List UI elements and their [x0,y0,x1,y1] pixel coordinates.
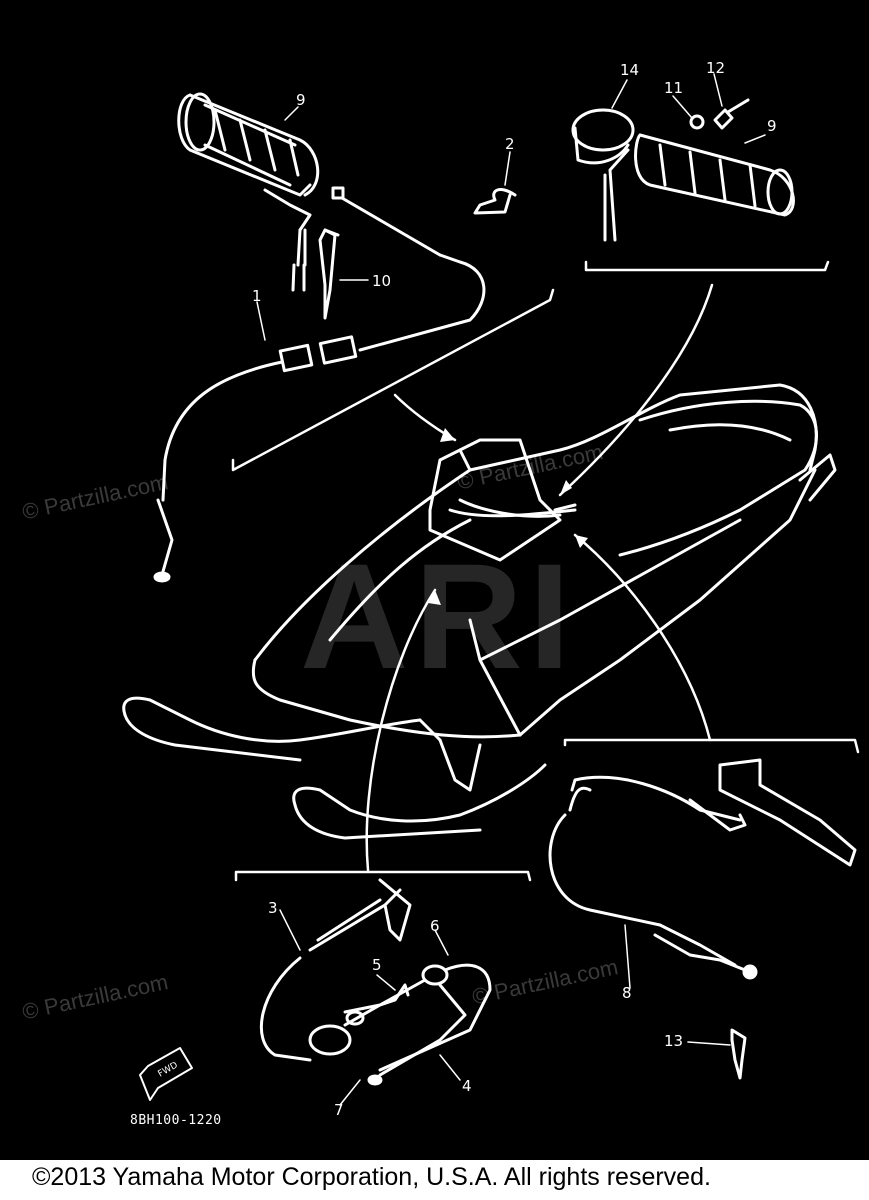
bolt-part-13 [730,1028,747,1080]
arrow-heads [428,428,588,605]
snowmobile-body [122,383,837,840]
callout-11: 11 [664,79,684,97]
ari-watermark-logo: ARI [300,532,577,700]
callout-leaders [256,73,766,1106]
callout-7: 7 [334,1101,344,1119]
callout-2: 2 [505,135,515,153]
clip-part [473,188,517,215]
bolt-part-10 [323,228,340,237]
callout-8: 8 [622,984,632,1002]
fwd-arrow-icon [139,1047,193,1101]
throttle-grip-assembly [153,92,486,583]
callout-3: 3 [268,899,278,917]
callout-9-left: 9 [296,91,306,109]
callout-12: 12 [706,59,726,77]
leader-lines [231,260,860,882]
exploded-view-drawing: FWD [122,73,860,1106]
callout-5: 5 [372,956,382,974]
callout-14: 14 [620,61,640,79]
copyright-notice: ©2013 Yamaha Motor Corporation, U.S.A. A… [32,1163,711,1191]
drawing-code: 8BH100-1220 [130,1113,222,1128]
callout-10: 10 [372,272,392,290]
callout-9-right: 9 [767,117,777,135]
callout-13: 13 [664,1032,684,1050]
callout-1: 1 [252,287,262,305]
callout-6: 6 [430,917,440,935]
choke-cable-assembly [259,878,492,1086]
callout-4: 4 [462,1077,472,1095]
brake-lever-assembly [548,758,857,980]
parts-diagram: ARI © Partzilla.com © Partzilla.com © Pa… [0,0,869,1160]
handlebar-grip-assembly [571,98,795,242]
